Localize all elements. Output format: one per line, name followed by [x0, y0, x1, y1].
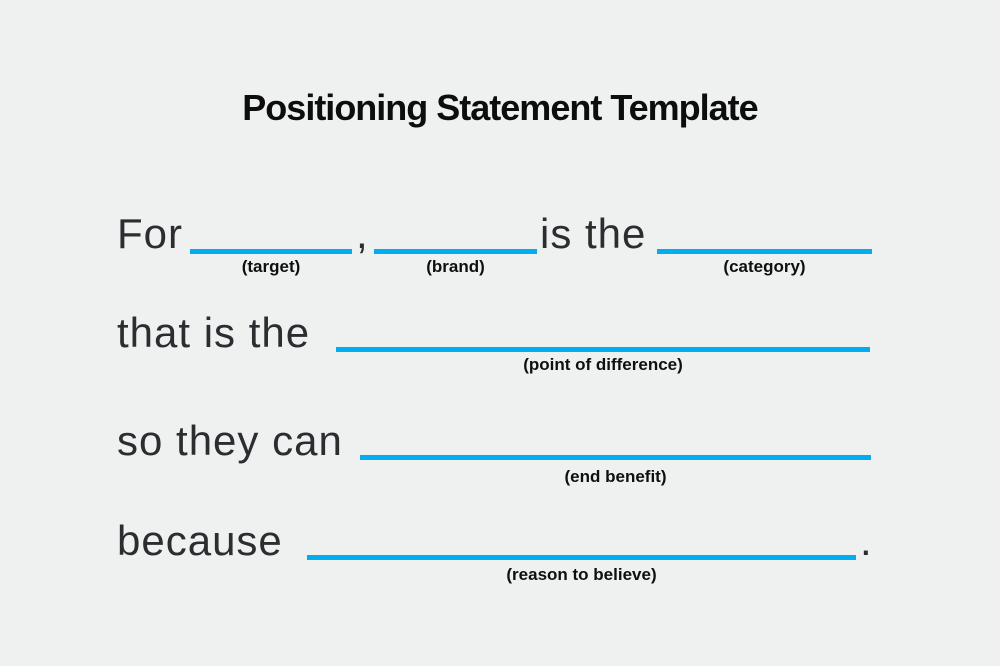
word-for: For — [117, 210, 183, 257]
blank-label-brand: (brand) — [426, 257, 485, 276]
word-period: . — [860, 517, 873, 564]
word-because: because — [117, 517, 283, 564]
blank-line-target — [190, 249, 352, 254]
blank-label-category: (category) — [723, 257, 806, 276]
blank-line-reason-to-believe — [307, 555, 856, 560]
blank-line-end-benefit — [360, 455, 871, 460]
word-so-they-can: so they can — [117, 417, 343, 464]
blank-line-category — [657, 249, 872, 254]
blank-label-end-benefit: (end benefit) — [564, 467, 667, 486]
word-is-the: is the — [540, 210, 647, 257]
blank-line-brand — [374, 249, 537, 254]
word-that-is-the: that is the — [117, 309, 311, 356]
blank-line-point-of-difference — [336, 347, 870, 352]
page-title: Positioning Statement Template — [242, 87, 758, 128]
blank-label-reason-to-believe: (reason to believe) — [506, 565, 657, 584]
blank-label-point-of-difference: (point of difference) — [523, 355, 683, 374]
word-comma: , — [356, 210, 369, 257]
blank-label-target: (target) — [241, 257, 301, 276]
